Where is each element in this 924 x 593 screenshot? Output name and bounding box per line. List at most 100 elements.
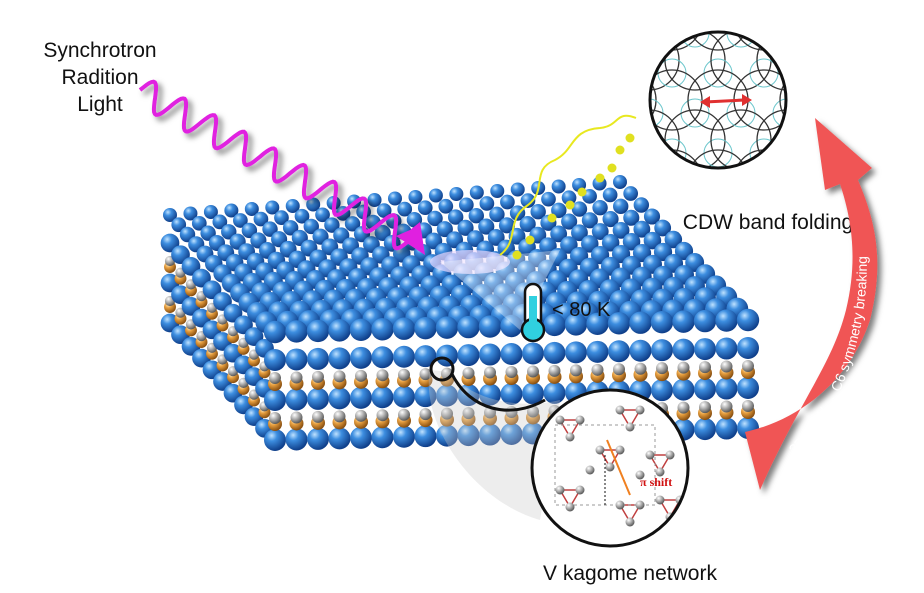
atom-sphere xyxy=(633,220,651,238)
atom-sphere xyxy=(650,310,674,334)
atom-sphere xyxy=(457,344,480,367)
atom-sphere xyxy=(457,219,474,236)
atom-sphere xyxy=(581,212,598,229)
light-arrowhead xyxy=(396,222,425,255)
atom-sphere xyxy=(307,387,329,410)
atom-sphere xyxy=(592,199,608,216)
folded-contour xyxy=(888,59,916,87)
atom-sphere xyxy=(591,363,604,376)
vanadium-atom xyxy=(555,485,565,495)
atom-sphere xyxy=(285,348,308,371)
atom-sphere xyxy=(601,234,620,252)
atom-sphere xyxy=(397,201,413,217)
fermi-contour xyxy=(710,32,772,91)
folded-contour xyxy=(750,0,778,7)
fermi-contour xyxy=(826,70,886,130)
fermi-contour xyxy=(687,149,749,168)
fermi-contour xyxy=(756,109,786,168)
atom-sphere xyxy=(163,208,177,222)
photoelectron-dot xyxy=(607,163,617,173)
vanadium-atom xyxy=(555,415,565,425)
kagome-triangle xyxy=(658,499,682,519)
fermi-contour xyxy=(665,0,725,10)
atom-sphere xyxy=(715,377,738,400)
atom-sphere xyxy=(376,409,389,422)
fermi-contour xyxy=(650,32,680,91)
vanadium-atom xyxy=(625,517,635,527)
atom-sphere xyxy=(224,203,239,218)
folded-contour xyxy=(727,179,755,207)
fermi-contour xyxy=(803,30,863,90)
light-label-line1: Synchrotron xyxy=(43,39,156,62)
atom-sphere xyxy=(479,196,495,211)
atom-sphere xyxy=(436,424,458,447)
folded-contour xyxy=(612,59,640,87)
atom-sphere xyxy=(191,215,207,231)
atom-sphere xyxy=(654,219,672,237)
fermi-contour xyxy=(711,0,771,10)
atom-sphere xyxy=(500,194,515,210)
kagome-triangle xyxy=(558,489,582,509)
atom-sphere xyxy=(715,337,738,360)
atom-sphere xyxy=(285,320,308,343)
atom-sphere xyxy=(622,232,641,251)
atom-sphere xyxy=(462,407,475,420)
atom-sphere xyxy=(677,361,690,374)
fermi-contour xyxy=(550,70,610,130)
vanadium-atom xyxy=(625,422,635,432)
photoelectron-dot xyxy=(595,173,605,183)
atom-sphere xyxy=(672,338,695,361)
atom-sphere xyxy=(262,221,278,237)
atom-sphere xyxy=(720,400,733,413)
atom-sphere xyxy=(333,410,346,423)
vanadium-atom xyxy=(575,415,585,425)
atom-sphere xyxy=(612,221,630,239)
atom-sphere xyxy=(672,378,695,401)
atom-sphere xyxy=(427,210,443,227)
atom-sphere xyxy=(570,364,582,377)
fermi-contour xyxy=(757,0,817,10)
curved-arrow xyxy=(745,118,878,490)
atom-sphere xyxy=(651,339,673,362)
atom-sphere xyxy=(312,370,324,383)
fermi-contour xyxy=(573,0,633,10)
atom-sphere xyxy=(656,362,668,375)
atom-sphere xyxy=(274,210,289,225)
vanadium-atom xyxy=(655,495,665,505)
atom-sphere xyxy=(233,213,248,228)
atom-sphere xyxy=(376,369,389,382)
pi-shift-label: π shift xyxy=(640,475,672,489)
light-label-line3: Light xyxy=(77,93,123,116)
atom-sphere xyxy=(629,311,652,334)
atom-sphere xyxy=(371,386,394,409)
atom-sphere xyxy=(294,208,310,224)
atom-sphere xyxy=(393,425,415,448)
atom-sphere xyxy=(613,198,629,215)
folded-contour xyxy=(681,179,709,207)
atom-sphere xyxy=(527,365,539,378)
atom-sphere xyxy=(672,310,695,333)
atom-sphere xyxy=(591,223,609,240)
folded-contour xyxy=(888,139,916,167)
atom-sphere xyxy=(307,347,329,370)
atom-sphere xyxy=(328,319,351,342)
atom-sphere xyxy=(522,382,544,405)
folded-contour xyxy=(612,0,640,7)
atom-sphere xyxy=(468,208,485,224)
atom-sphere xyxy=(436,344,458,367)
atom-sphere xyxy=(307,427,329,450)
atom-sphere xyxy=(398,408,410,421)
atom-sphere xyxy=(634,362,647,375)
photoelectron-dot xyxy=(547,213,557,223)
atom-sphere xyxy=(543,381,566,404)
fermi-contour xyxy=(664,32,726,91)
atom-sphere xyxy=(344,216,361,232)
shift-arrow xyxy=(606,439,631,496)
atom-sphere xyxy=(694,338,716,361)
atom-sphere xyxy=(371,426,394,449)
folded-contour xyxy=(865,99,893,127)
atom-sphere xyxy=(371,346,394,369)
fermi-contour xyxy=(619,0,679,10)
